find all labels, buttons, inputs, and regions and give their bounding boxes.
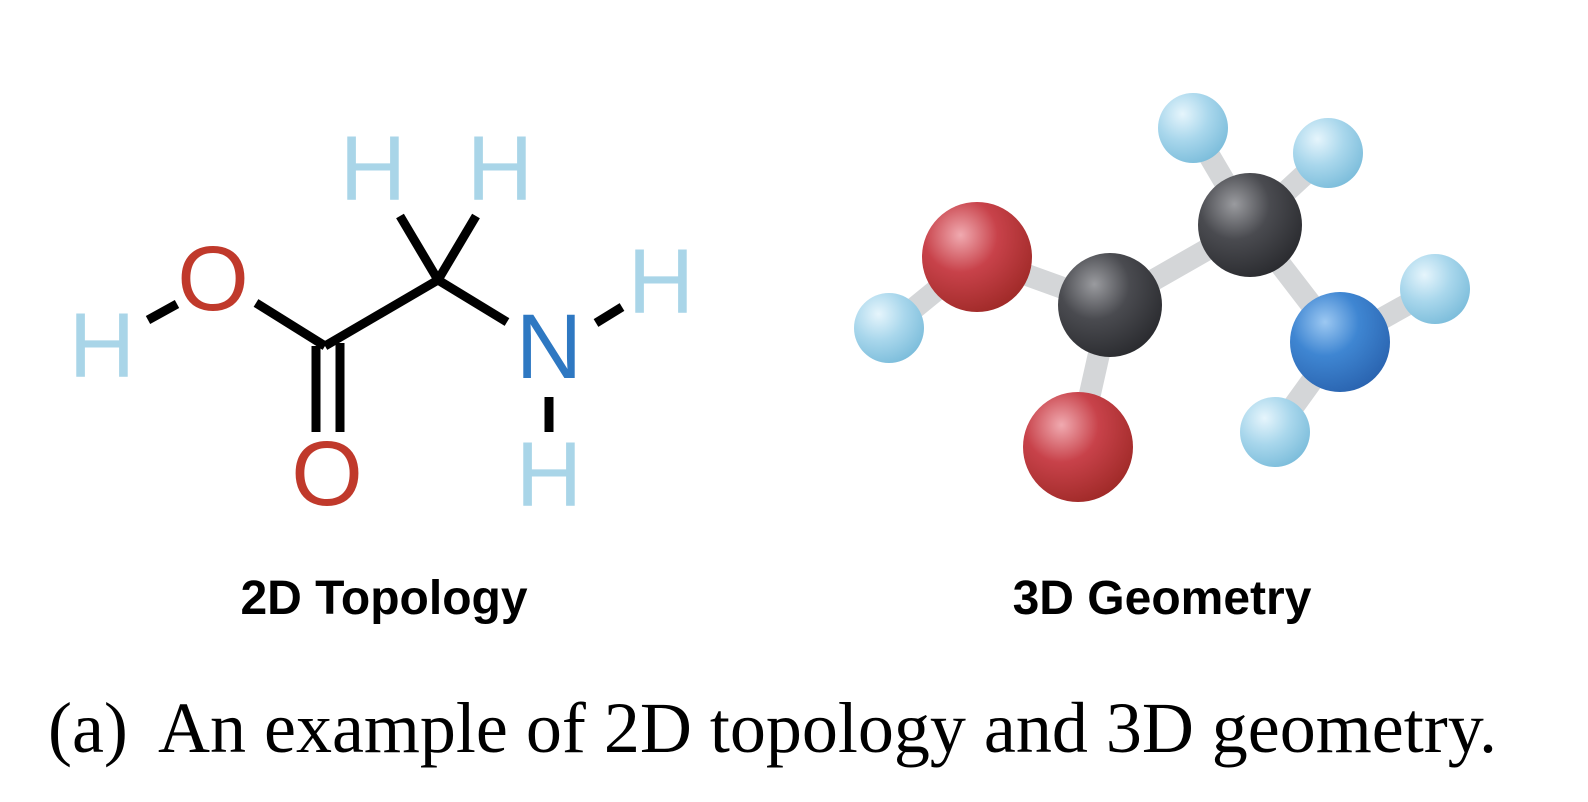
caption-text: An example of 2D topology and 3D geometr… (158, 688, 1497, 768)
bond-h-o (145, 300, 180, 324)
atom-o-carbonyl: O (291, 423, 363, 525)
sphere-h-alpha-1 (1158, 93, 1228, 163)
sphere-c-carboxyl (1058, 253, 1162, 357)
sphere-h-amine-2 (1240, 397, 1310, 467)
bond-calpha-h1 (396, 213, 442, 283)
bond-c-calpha (322, 276, 441, 350)
geometry-3d-label: 3D Geometry (1013, 572, 1312, 625)
bond-calpha-n (435, 276, 510, 326)
atom-h-amine-down: H (516, 424, 582, 526)
sphere-h-amine-1 (1400, 254, 1470, 324)
bond-n-h-right (593, 303, 625, 327)
atom-o-hydroxyl: O (177, 228, 249, 330)
sphere-o-carbonyl (1023, 392, 1133, 502)
sphere-n-amine (1290, 292, 1390, 392)
topology-bonds (145, 213, 625, 432)
figure-caption: (a) An example of 2D topology and 3D geo… (48, 688, 1497, 768)
bond-calpha-h2 (434, 213, 480, 283)
sphere-h-alpha-2 (1293, 118, 1363, 188)
caption-marker: (a) (48, 688, 128, 768)
sphere-h-hydroxyl (854, 293, 924, 363)
atom-h-alpha-2: H (467, 118, 533, 220)
bond-o-c (253, 299, 328, 350)
atom-h-hydroxyl: H (69, 295, 135, 397)
atom-h-alpha-1: H (340, 118, 406, 220)
geometry-3d-diagram (854, 93, 1470, 502)
atom-h-amine-right: H (628, 231, 694, 333)
topology-2d-diagram: H O O H H N H H (69, 118, 694, 526)
atom-n-amine: N (516, 296, 582, 398)
topology-2d-label: 2D Topology (240, 572, 527, 625)
sphere-o-hydroxyl (922, 202, 1032, 312)
sphere-c-alpha (1198, 173, 1302, 277)
